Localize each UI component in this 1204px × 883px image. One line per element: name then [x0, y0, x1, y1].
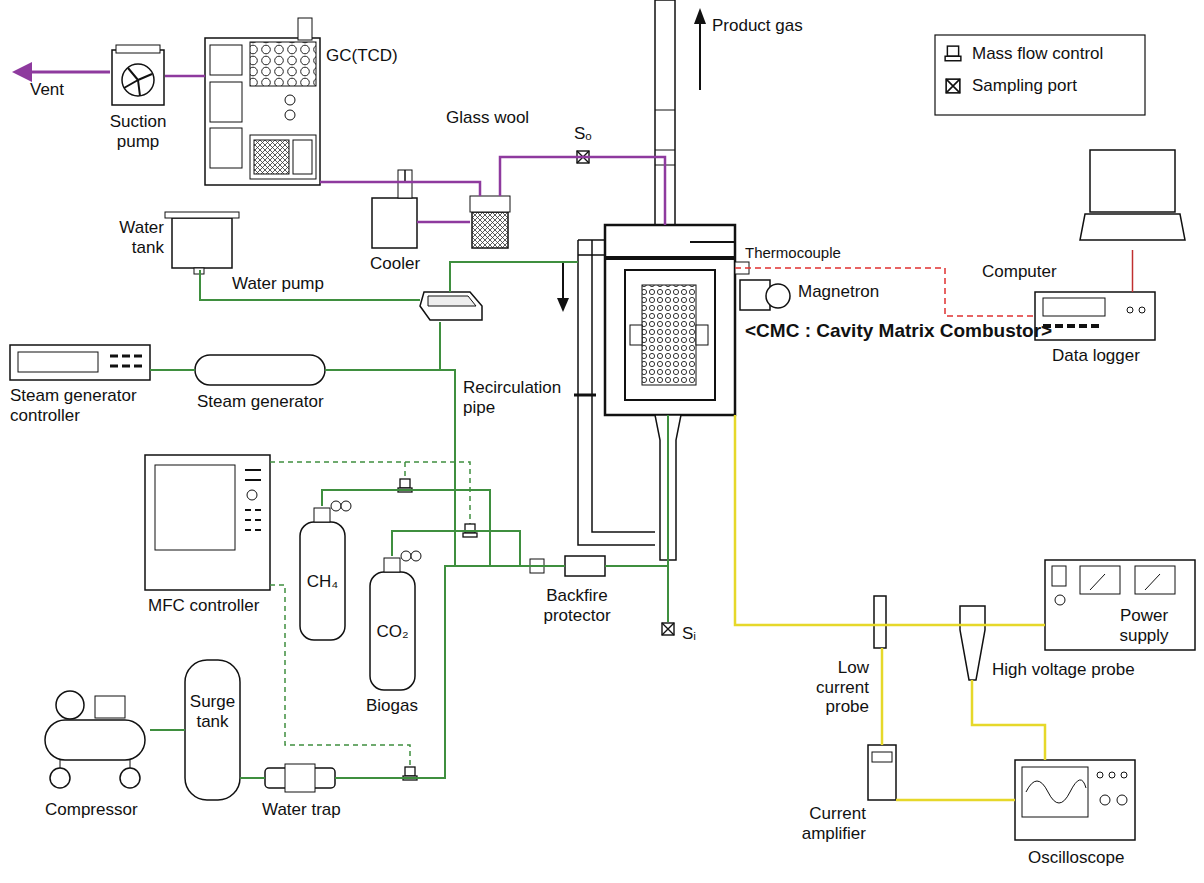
equipment-label: Water pump: [232, 274, 324, 294]
equipment-node: MFC controller: [145, 455, 270, 590]
equipment-node: Glass wool: [470, 196, 510, 248]
equipment-label: Computer: [982, 262, 1057, 282]
equipment-label: Low current probe: [793, 658, 869, 717]
annotation-label: Sₒ: [574, 124, 592, 144]
equipment-label: Current amplifier: [782, 804, 866, 843]
pipe-connector: [325, 322, 440, 370]
equipment-node: Data logger: [1035, 292, 1155, 340]
equipment-node: Water tank: [170, 212, 235, 270]
pipe-connector: [165, 76, 205, 77]
pipe-connector: [735, 415, 1045, 625]
equipment-label: Suction pump: [93, 112, 183, 151]
pipe-connector: [896, 800, 1015, 801]
equipment-label: Oscilloscope: [1028, 848, 1124, 868]
equipment-node: Water pump: [420, 290, 482, 322]
equipment-node: Water trap: [265, 764, 335, 792]
equipment-node: Backfire protector: [565, 556, 605, 576]
equipment-node: Surge tank: [185, 660, 240, 800]
equipment-label: Backfire protector: [512, 586, 642, 625]
equipment-label: Power supply: [1098, 606, 1190, 645]
equipment-label: Compressor: [45, 800, 138, 820]
equipment-node: CH₄: [300, 506, 352, 640]
legend-text: Mass flow control: [972, 44, 1103, 64]
equipment-label: Cooler: [370, 254, 420, 274]
equipment-node: CO₂: [370, 556, 422, 690]
equipment-node: Power supply: [1045, 560, 1195, 650]
pipe-connector: [320, 182, 480, 196]
pipe-connector: [325, 370, 565, 566]
annotation-label: Product gas: [712, 16, 803, 36]
pipe-connector: [1132, 250, 1133, 292]
annotation-label: Thermocouple: [745, 244, 841, 261]
equipment-node: Low current probe: [874, 596, 886, 648]
equipment-node: Suction pump: [110, 45, 165, 107]
equipment-label: Glass wool: [446, 108, 529, 128]
equipment-node: Compressor: [35, 690, 150, 790]
equipment-node: Oscilloscope: [1015, 760, 1135, 840]
pipe-connector: [150, 730, 185, 731]
equipment-label: Data logger: [1052, 346, 1140, 366]
equipment-node: Cooler: [372, 198, 417, 248]
equipment-label: High voltage probe: [992, 660, 1135, 680]
equipment-label: Steam generator: [197, 392, 324, 412]
pipe-connector: [500, 157, 665, 225]
equipment-label: <CMC : Cavity Matrix Combustor>: [745, 320, 1052, 342]
equipment-node: Steam generator: [195, 355, 325, 385]
pipe-connector: [150, 370, 195, 371]
equipment-node: Steam generator controller: [10, 345, 150, 380]
equipment-label: MFC controller: [148, 596, 259, 616]
equipment-label: Water trap: [262, 800, 341, 820]
annotation-label: Vent: [30, 80, 64, 100]
pipe-connector: [605, 415, 668, 566]
annotation-label: Biogas: [366, 696, 418, 716]
annotation-label: Sᵢ: [682, 624, 696, 644]
pipe-connector: [240, 778, 265, 779]
equipment-label: Surge tank: [182, 692, 243, 731]
equipment-node: GC(TCD): [205, 38, 320, 185]
pipe-connector: [972, 680, 1045, 760]
equipment-node: Magnetron: [740, 280, 792, 310]
equipment-label: CH₄: [300, 572, 345, 592]
equipment-label: Magnetron: [798, 282, 879, 302]
pipe-connector: [882, 648, 883, 745]
pipe-connector: [200, 270, 420, 300]
pipe-connector: [417, 222, 470, 223]
equipment-node: Computer: [1080, 148, 1185, 250]
equipment-label: CO₂: [370, 622, 415, 642]
equipment-node: <CMC : Cavity Matrix Combustor>: [605, 225, 735, 415]
pipe-connector: [335, 566, 565, 778]
pipe-connector: [392, 531, 565, 566]
equipment-node: Current amplifier: [868, 745, 896, 800]
annotation-label: Recirculation pipe: [463, 378, 575, 417]
pipe-connector: [322, 490, 565, 566]
legend-text: Sampling port: [972, 76, 1077, 96]
equipment-label: Water tank: [112, 218, 164, 257]
equipment-label: Steam generator controller: [10, 386, 155, 425]
equipment-node: High voltage probe: [958, 606, 986, 680]
equipment-label: GC(TCD): [326, 46, 398, 66]
